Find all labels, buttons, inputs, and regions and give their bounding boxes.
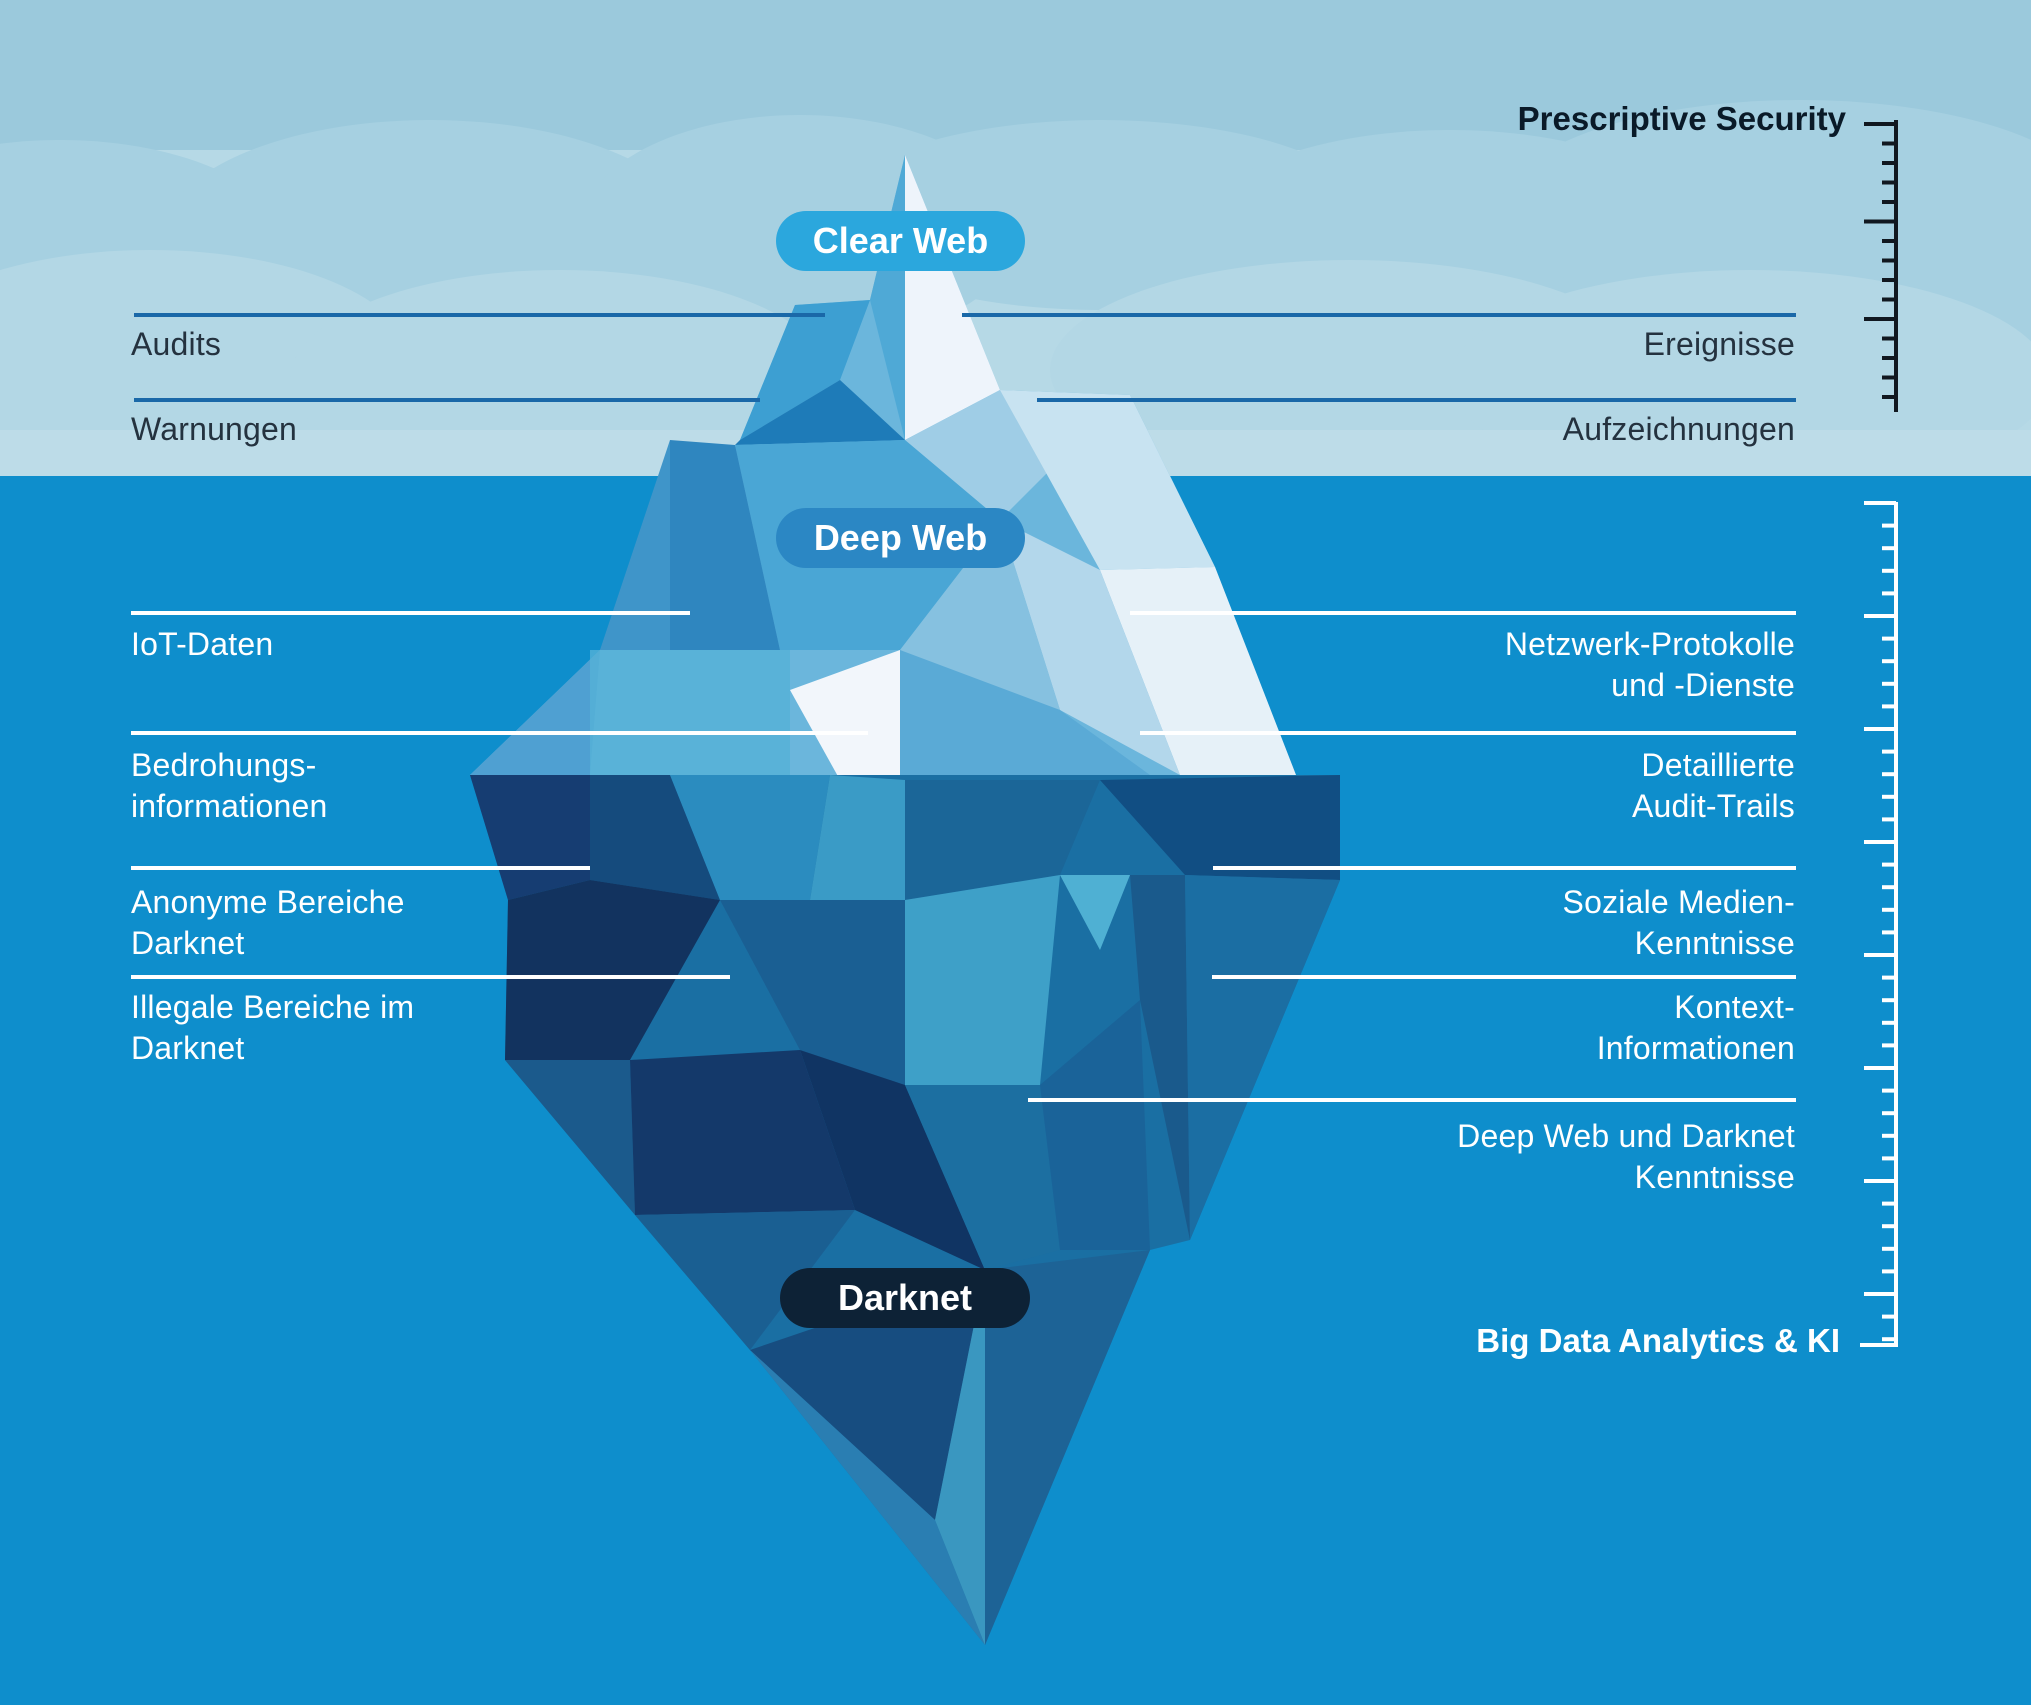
iceberg-below-water — [470, 775, 1340, 1645]
label-kontext-informationen: Kontext-Informationen — [1596, 989, 1795, 1066]
label-iot-daten: IoT-Daten — [131, 626, 274, 662]
label-audits: Audits — [131, 326, 222, 362]
label-warnungen: Warnungen — [131, 411, 298, 447]
clear-web-label: Clear Web — [776, 211, 1025, 271]
label-soziale-medien: Soziale Medien-Kenntnisse — [1562, 884, 1795, 961]
connector-lines-water — [131, 611, 1796, 1102]
label-bedrohungsinformationen: Bedrohungs-informationen — [131, 747, 328, 824]
scale-bottom-label: Big Data Analytics & KI — [1476, 1322, 1840, 1359]
deep-web-label: Deep Web — [776, 508, 1025, 568]
connector-lines-sky — [134, 313, 1796, 402]
scale-top-label: Prescriptive Security — [1517, 100, 1846, 137]
label-aufzeichnungen: Aufzeichnungen — [1562, 411, 1795, 447]
scale-ruler — [1860, 120, 1898, 1347]
darknet-label: Darknet — [780, 1268, 1030, 1328]
label-ereignisse: Ereignisse — [1643, 326, 1795, 362]
